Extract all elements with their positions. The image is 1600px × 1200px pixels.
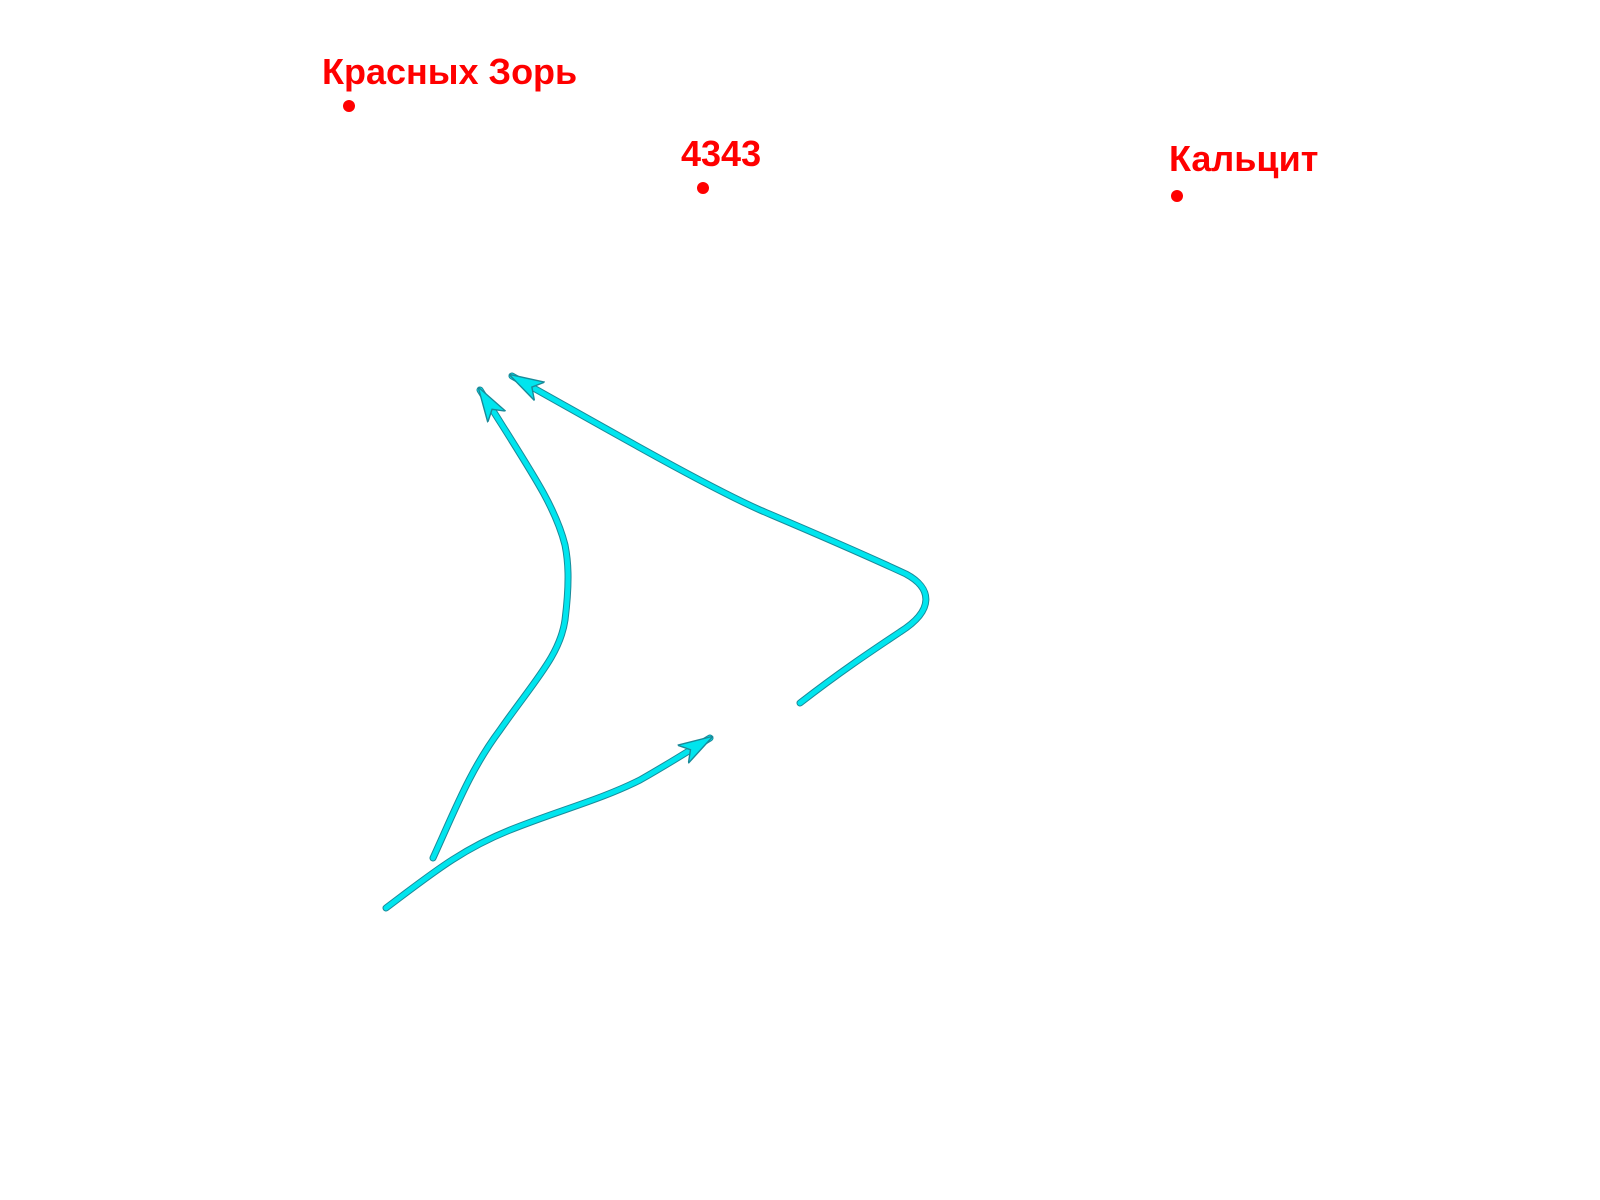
place-marker xyxy=(1171,190,1183,202)
route-outline xyxy=(429,386,572,862)
route-line xyxy=(512,376,929,706)
route-line xyxy=(383,738,710,911)
place-marker xyxy=(697,182,709,194)
route-outline xyxy=(382,734,714,912)
place-label: 4343 xyxy=(681,133,761,174)
route-right-loop[interactable] xyxy=(512,372,930,707)
place-4343[interactable]: 4343 xyxy=(681,133,761,194)
place-kaltsit[interactable]: Кальцит xyxy=(1169,138,1318,202)
place-marker xyxy=(343,100,355,112)
route-line xyxy=(430,390,571,861)
place-krasnykh-zor[interactable]: Красных Зорь xyxy=(322,51,577,112)
route-left-upward[interactable] xyxy=(429,386,572,862)
route-bottom-diagonal[interactable] xyxy=(382,734,714,912)
place-label: Кальцит xyxy=(1169,138,1318,179)
place-label: Красных Зорь xyxy=(322,51,577,92)
